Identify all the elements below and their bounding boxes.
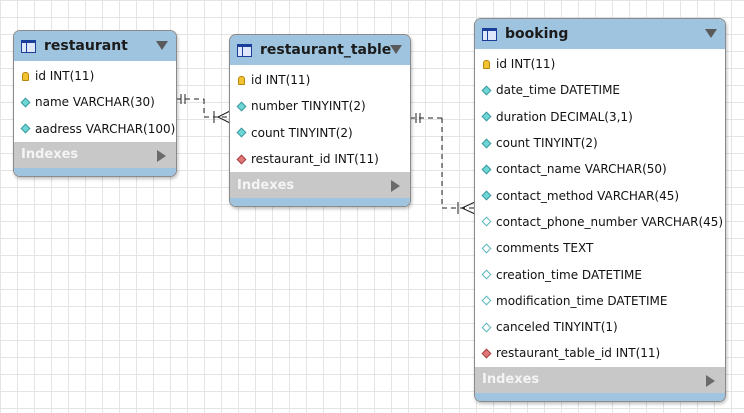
- entity-header[interactable]: restaurant_table: [230, 35, 410, 65]
- column-label: contact_name VARCHAR(50): [496, 162, 667, 177]
- table-icon: [482, 27, 497, 41]
- foreign-key-icon: [481, 348, 492, 359]
- relationship-restaurant-to-restaurant-table[interactable]: [176, 94, 231, 124]
- entity-booking[interactable]: booking id INT(11) date_time DATETIME du…: [474, 18, 726, 402]
- column-row[interactable]: count TINYINT(2): [230, 120, 410, 146]
- column-row[interactable]: id INT(11): [475, 51, 725, 77]
- column-label: restaurant_id INT(11): [251, 152, 379, 167]
- nullable-column-icon: [481, 216, 492, 227]
- column-row[interactable]: restaurant_table_id INT(11): [475, 340, 725, 366]
- primary-key-icon: [238, 75, 245, 85]
- column-row[interactable]: contact_method VARCHAR(45): [475, 182, 725, 208]
- entity-title: restaurant: [44, 38, 128, 54]
- table-icon: [237, 43, 252, 57]
- foreign-key-icon: [236, 154, 247, 164]
- entity-restaurant-table[interactable]: restaurant_table id INT(11) number TINYI…: [229, 34, 411, 208]
- collapse-arrow-icon[interactable]: [705, 29, 717, 38]
- not-null-column-icon: [481, 164, 492, 175]
- column-label: count TINYINT(2): [251, 125, 353, 140]
- entity-title: restaurant_table: [260, 42, 392, 58]
- column-label: creation_time DATETIME: [496, 267, 642, 282]
- column-label: contact_method VARCHAR(45): [496, 188, 680, 203]
- collapse-arrow-icon[interactable]: [156, 41, 168, 50]
- primary-key-icon: [22, 71, 29, 81]
- table-icon: [21, 39, 36, 53]
- column-row[interactable]: date_time DATETIME: [475, 77, 725, 103]
- column-row[interactable]: count TINYINT(2): [475, 130, 725, 156]
- column-list: id INT(11) date_time DATETIME duration D…: [475, 49, 725, 367]
- not-null-column-icon: [236, 101, 247, 112]
- column-label: date_time DATETIME: [496, 83, 621, 98]
- not-null-column-icon: [481, 190, 492, 201]
- column-label: id INT(11): [35, 69, 95, 84]
- column-label: canceled TINYINT(1): [496, 320, 618, 335]
- column-row[interactable]: name VARCHAR(30): [14, 89, 176, 115]
- indexes-section[interactable]: Indexes: [14, 141, 176, 168]
- indexes-section[interactable]: Indexes: [230, 172, 410, 199]
- column-list: id INT(11) name VARCHAR(30) aadress VARC…: [14, 61, 176, 142]
- column-row[interactable]: id INT(11): [230, 67, 410, 93]
- expand-arrow-icon[interactable]: [391, 180, 400, 193]
- not-null-column-icon: [236, 127, 247, 138]
- entity-footer: [14, 167, 176, 176]
- entity-header[interactable]: booking: [475, 19, 725, 49]
- not-null-column-icon: [20, 123, 31, 134]
- column-row[interactable]: duration DECIMAL(3,1): [475, 104, 725, 130]
- not-null-column-icon: [20, 97, 31, 108]
- column-label: aadress VARCHAR(100): [35, 121, 176, 136]
- entity-footer: [230, 198, 410, 207]
- column-label: modification_time DATETIME: [496, 293, 668, 308]
- column-row[interactable]: creation_time DATETIME: [475, 261, 725, 287]
- nullable-column-icon: [481, 243, 492, 254]
- not-null-column-icon: [481, 85, 492, 96]
- column-row[interactable]: modification_time DATETIME: [475, 288, 725, 314]
- indexes-label: Indexes: [482, 372, 540, 388]
- entity-restaurant[interactable]: restaurant id INT(11) name VARCHAR(30) a…: [13, 30, 177, 177]
- column-label: duration DECIMAL(3,1): [496, 109, 633, 124]
- primary-key-icon: [483, 59, 490, 69]
- indexes-section[interactable]: Indexes: [475, 366, 725, 393]
- column-label: contact_phone_number VARCHAR(45): [496, 214, 724, 229]
- indexes-label: Indexes: [21, 147, 79, 163]
- entity-title: booking: [505, 26, 569, 42]
- not-null-column-icon: [481, 111, 492, 122]
- column-row[interactable]: number TINYINT(2): [230, 93, 410, 119]
- column-list: id INT(11) number TINYINT(2) count TINYI…: [230, 65, 410, 172]
- column-row[interactable]: contact_name VARCHAR(50): [475, 156, 725, 182]
- column-row[interactable]: id INT(11): [14, 63, 176, 89]
- nullable-column-icon: [481, 295, 492, 306]
- nullable-column-icon: [481, 269, 492, 280]
- column-row[interactable]: restaurant_id INT(11): [230, 146, 410, 172]
- column-row[interactable]: comments TEXT: [475, 235, 725, 261]
- column-row[interactable]: canceled TINYINT(1): [475, 314, 725, 340]
- entity-footer: [475, 392, 725, 401]
- column-label: id INT(11): [496, 57, 556, 72]
- column-label: restaurant_table_id INT(11): [496, 346, 661, 361]
- nullable-column-icon: [481, 322, 492, 333]
- column-label: comments TEXT: [496, 241, 594, 256]
- indexes-label: Indexes: [237, 177, 295, 193]
- entity-header[interactable]: restaurant: [14, 31, 176, 61]
- relationship-restaurant-table-to-booking[interactable]: [410, 113, 476, 215]
- column-label: count TINYINT(2): [496, 136, 598, 151]
- collapse-arrow-icon[interactable]: [390, 45, 402, 54]
- expand-arrow-icon[interactable]: [157, 149, 166, 162]
- expand-arrow-icon[interactable]: [706, 374, 715, 387]
- column-label: id INT(11): [251, 73, 311, 88]
- not-null-column-icon: [481, 138, 492, 148]
- column-row[interactable]: aadress VARCHAR(100): [14, 116, 176, 142]
- column-label: name VARCHAR(30): [35, 95, 155, 110]
- column-row[interactable]: contact_phone_number VARCHAR(45): [475, 209, 725, 235]
- column-label: number TINYINT(2): [251, 99, 366, 114]
